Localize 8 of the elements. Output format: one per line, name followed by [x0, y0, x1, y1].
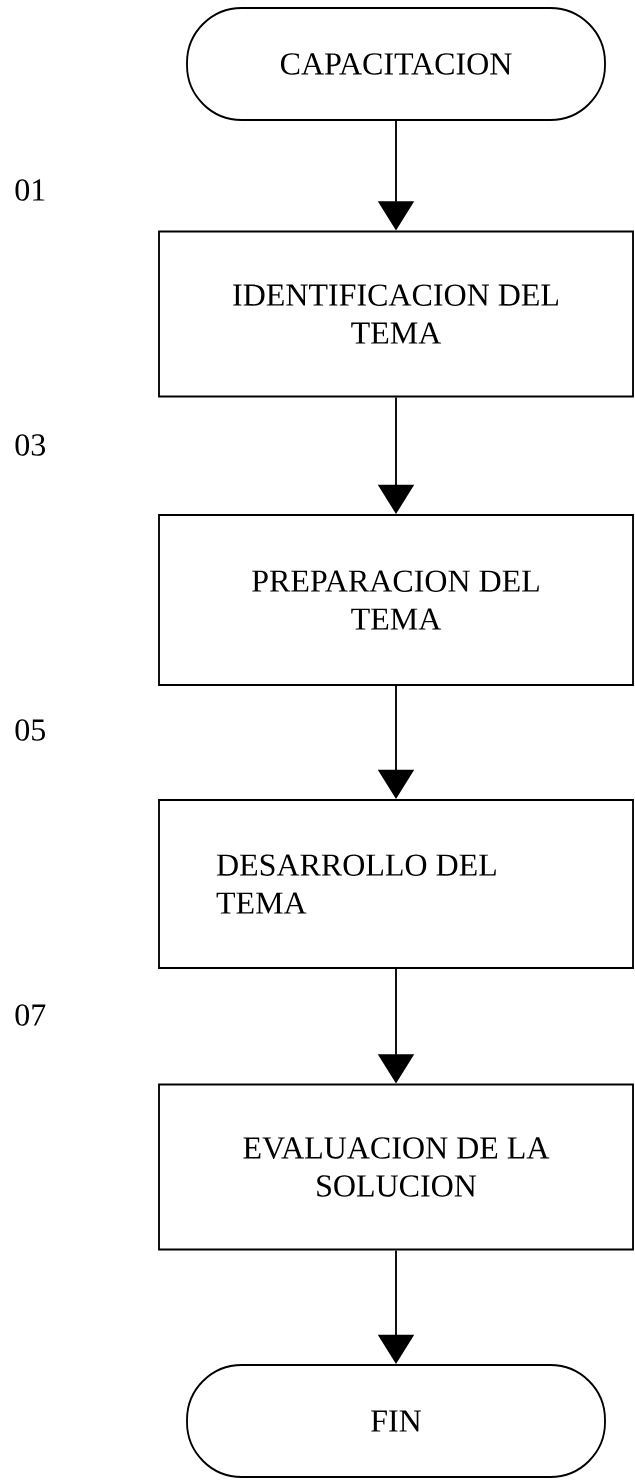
step-number: 07: [15, 1004, 46, 1026]
process-box: PREPARACION DEL TEMA: [158, 514, 634, 686]
process-box: EVALUACION DE LA SOLUCION: [158, 1083, 634, 1251]
process-box: IDENTIFICACION DEL TEMA: [158, 230, 634, 398]
step-number: 05: [15, 719, 45, 741]
step-number: 01: [15, 179, 45, 201]
process-box: DESARROLLO DEL TEMA: [158, 799, 634, 969]
step-number: 03: [15, 434, 45, 456]
